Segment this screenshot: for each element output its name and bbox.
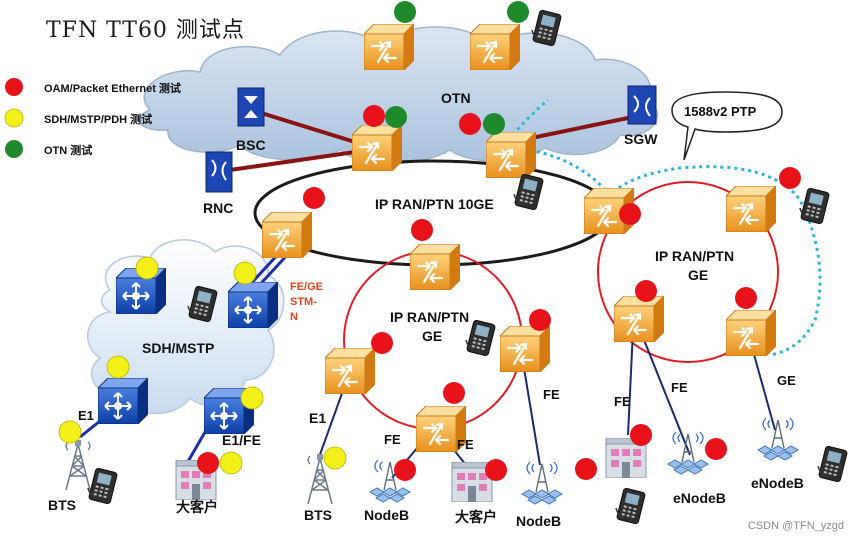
tester-icon (87, 468, 119, 504)
tester-icon (817, 446, 849, 482)
fe-label-right-2: FE (671, 380, 688, 395)
fe-label-right-1: FE (614, 394, 631, 409)
ring-ge-right (597, 181, 779, 363)
e1-fe-label: E1/FE (222, 432, 261, 448)
ptn-node-far-right (726, 186, 776, 232)
sgw-label: SGW (624, 131, 658, 147)
test-points-green (385, 1, 529, 135)
bts-label-mid: BTS (304, 507, 332, 523)
e1-label-left: E1 (78, 408, 94, 423)
otn-node-2 (470, 24, 520, 70)
fe-ge-label-1: FE/GE (290, 281, 324, 293)
test-points-red (197, 105, 801, 481)
nodeb-icon (521, 461, 563, 505)
diagram-title: TFN TT60 测试点 (46, 18, 245, 43)
tester-icon (799, 188, 831, 224)
legend-dot-green (5, 140, 23, 158)
e1-label-mid: E1 (309, 410, 327, 426)
ptp-bubble (671, 91, 783, 161)
rnc-device (205, 151, 233, 193)
tester-icon (615, 488, 647, 524)
nodeb-icon (667, 431, 709, 475)
watermark: CSDN @TFN_yzgd (747, 520, 844, 532)
bsc-device (237, 87, 265, 127)
fe-label-mid-right: FE (457, 437, 474, 452)
legend-label-oam: OAM/Packet Ethernet 测试 (44, 83, 181, 95)
bts-label-left: BTS (48, 497, 76, 513)
legend-label-sdh: SDH/MSTP/PDH 测试 (44, 114, 153, 126)
enodeb-label-1: eNodeB (673, 490, 726, 506)
sdh-node-2 (228, 282, 278, 328)
ptp-label: 1588v2 PTP (684, 104, 757, 119)
big-customer-label-left: 大客户 (176, 499, 218, 515)
fe-ge-label-2: STM- (290, 296, 317, 308)
nodeb-label-mid: NodeB (364, 507, 410, 523)
ge-node-right-left (614, 296, 664, 342)
test-points-yellow (58, 256, 347, 475)
otn-label: OTN (441, 90, 471, 106)
tower-icon (65, 439, 91, 490)
ge-node-mid-left (325, 348, 375, 394)
bsc-label: BSC (236, 137, 266, 153)
otn-node-1 (364, 24, 414, 70)
ge-node-mid-right (500, 326, 550, 372)
ptn-node-bottom (410, 244, 460, 290)
sdh-node-3 (98, 378, 148, 424)
ge-label-right: GE (777, 373, 796, 388)
otn-cloud (138, 26, 659, 165)
fe-ge-label-3: N (290, 311, 298, 323)
core-node-right (486, 132, 536, 178)
ipran-ge-right-label: IP RAN/PTN (655, 248, 735, 264)
ptn-node-left (262, 212, 312, 258)
enodeb-label-2: eNodeB (751, 475, 804, 491)
legend-label-otn: OTN 测试 (44, 145, 93, 157)
tester-icon (513, 174, 545, 210)
ipran-ge-mid-label-2: GE (422, 328, 443, 344)
rnc-label: RNC (203, 200, 234, 216)
legend-dot-red (5, 78, 23, 96)
legend-dot-yellow (4, 108, 24, 128)
sgw-device (627, 85, 657, 125)
nodeb-icon (757, 417, 799, 461)
ge-node-right-right (726, 310, 776, 356)
ipran-10ge-label: IP RAN/PTN 10GE (375, 196, 494, 212)
core-node-left (352, 125, 402, 171)
nodeb-label-right: NodeB (516, 513, 562, 529)
ipran-ge-right-label-2: GE (688, 267, 709, 283)
sdh-mstp-label: SDH/MSTP (142, 340, 215, 356)
ipran-ge-mid-label: IP RAN/PTN (390, 309, 470, 325)
fe-label-mid-left: FE (384, 432, 401, 447)
fe-label-mid-far: FE (543, 387, 560, 402)
big-customer-label-mid: 大客户 (455, 509, 497, 525)
tester-icon (465, 320, 497, 356)
